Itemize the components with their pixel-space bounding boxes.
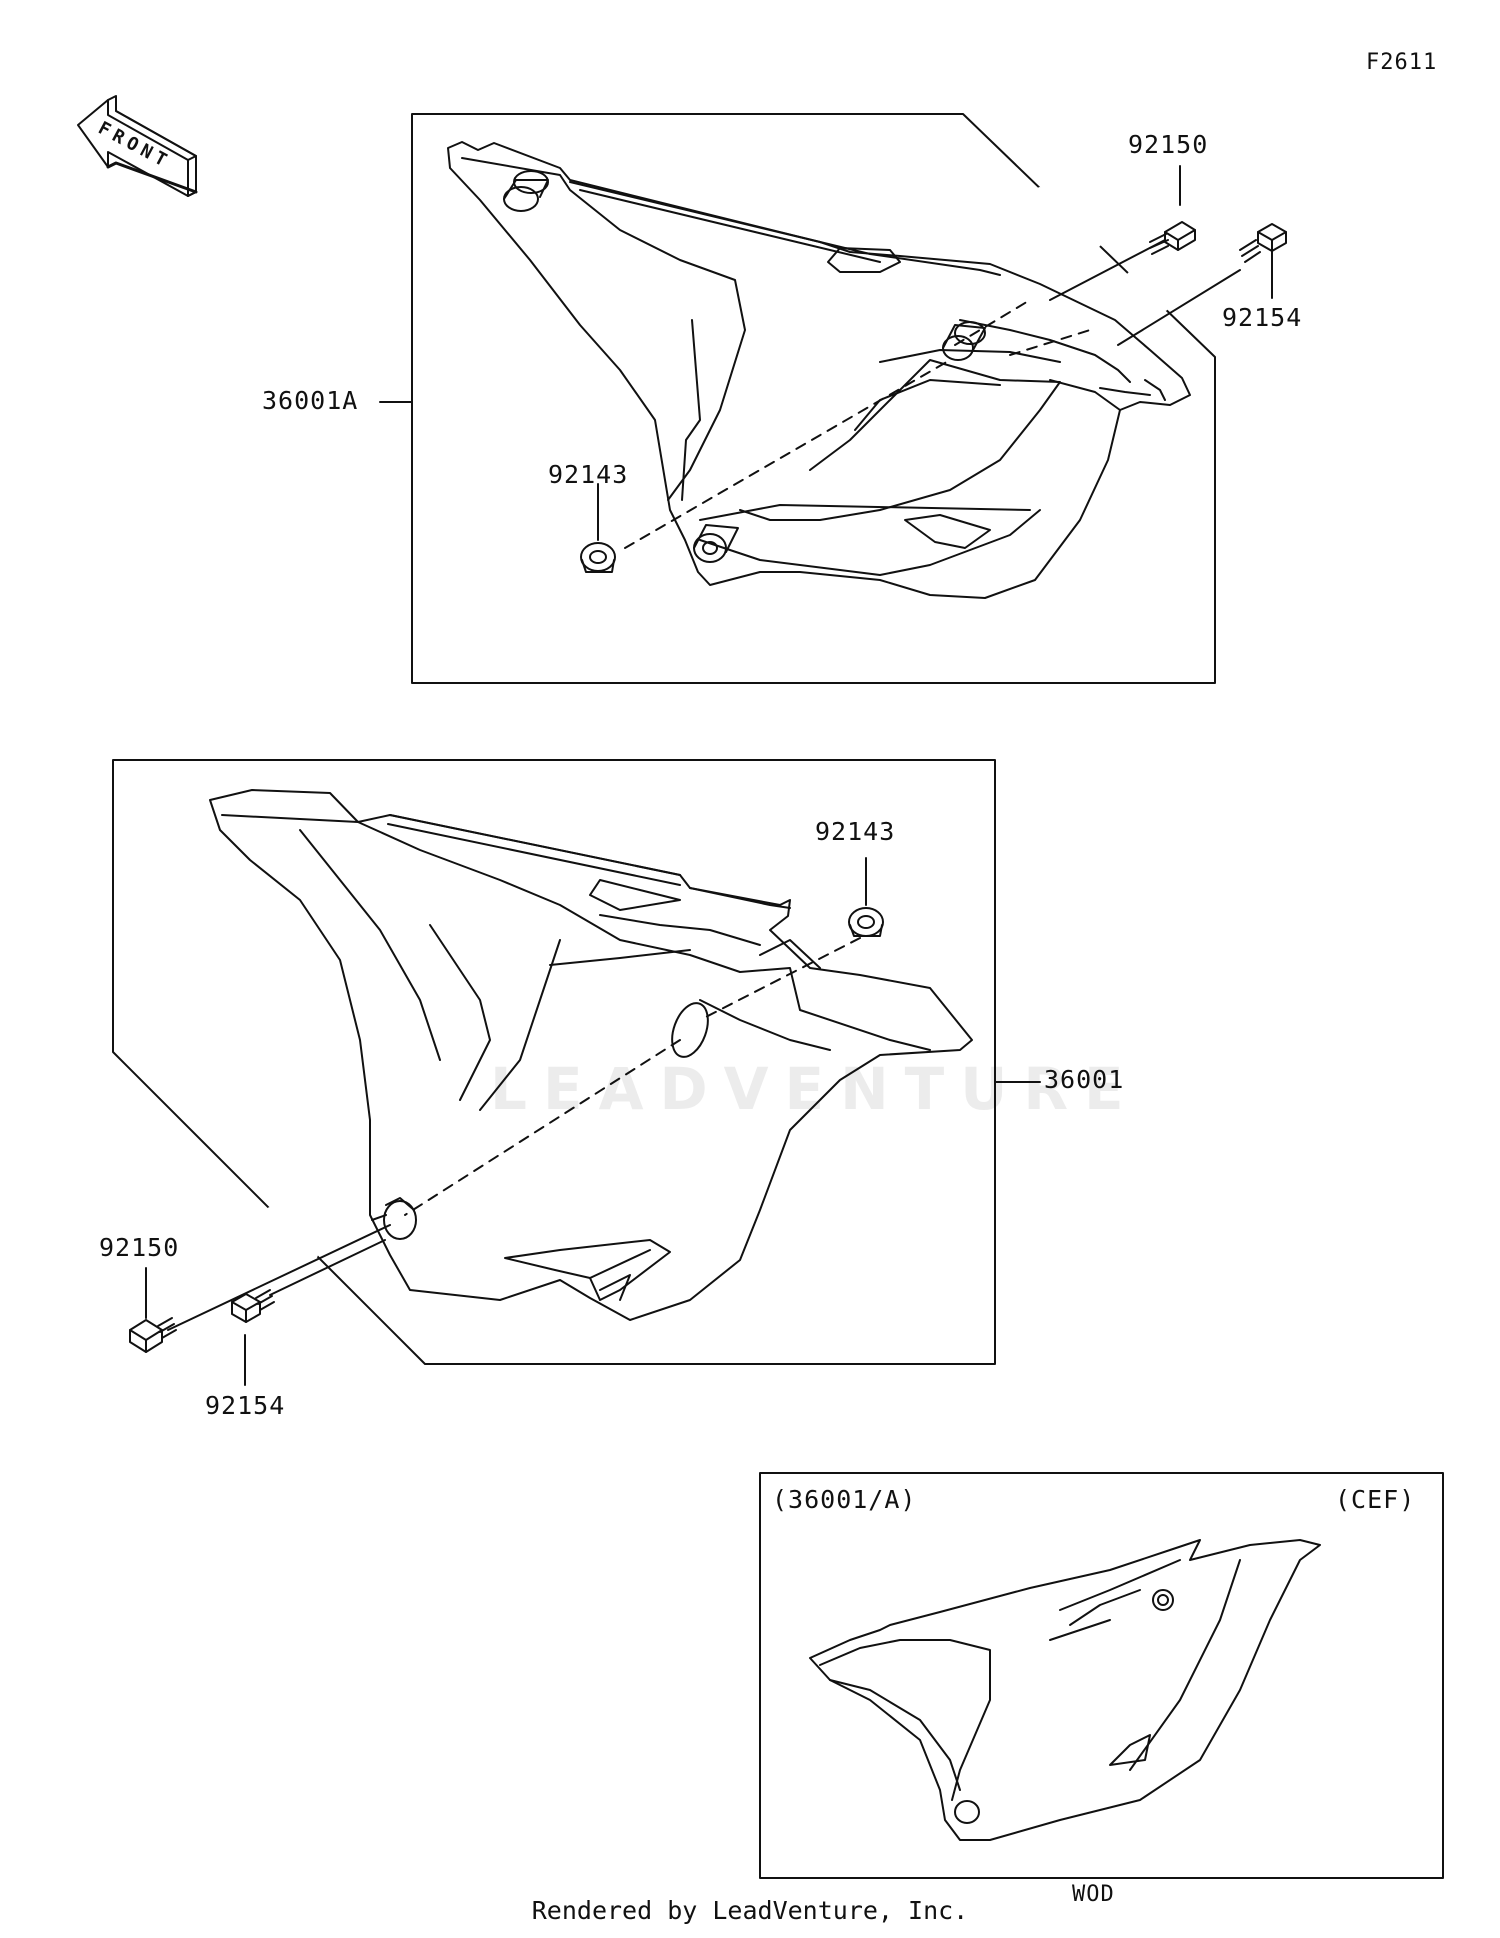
inset-ref-label: (36001/A): [772, 1485, 917, 1514]
part-label-92150-top[interactable]: 92150: [1128, 130, 1209, 159]
inset-market-label: (CEF): [1335, 1485, 1416, 1514]
side-cover-36001a: [447, 141, 1191, 599]
bolt-92150-middle: [129, 1317, 177, 1353]
bolt-92154-top: [1239, 223, 1287, 263]
middle-panel-frame: [112, 759, 996, 1365]
collar-92143-middle: [848, 907, 884, 937]
bolt-92154-middle: [231, 1289, 275, 1323]
collar-92143-top: [580, 542, 616, 573]
front-arrow-icon: [77, 95, 198, 197]
side-cover-36001: [209, 789, 973, 1321]
watermark-text: LEADVENTURE: [490, 1055, 1140, 1123]
part-label-92150-middle[interactable]: 92150: [99, 1233, 180, 1262]
inset-panel-frame: [759, 1472, 1444, 1879]
top-panel-frame: [411, 113, 1216, 684]
part-label-92143-middle[interactable]: 92143: [815, 817, 896, 846]
inset-note-label: WOD: [1072, 1882, 1115, 1907]
part-label-36001a[interactable]: 36001A: [262, 386, 359, 415]
part-label-92154-top[interactable]: 92154: [1222, 303, 1303, 332]
bolt-92150-top: [1149, 221, 1196, 255]
part-label-92143-top[interactable]: 92143: [548, 460, 629, 489]
footer-credit: Rendered by LeadVenture, Inc.: [531, 1896, 969, 1925]
side-cover-inset: [809, 1539, 1321, 1841]
part-label-92154-middle[interactable]: 92154: [205, 1391, 286, 1420]
figure-code: F2611: [1366, 50, 1438, 75]
part-label-36001[interactable]: 36001: [1044, 1065, 1125, 1094]
